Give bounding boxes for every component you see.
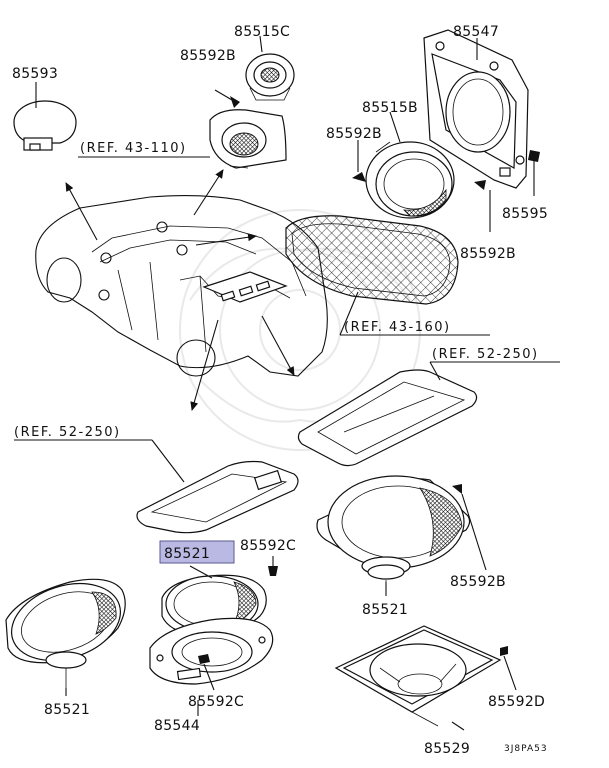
callout-85547: 85547 (453, 24, 499, 40)
callout-85529: 85529 (424, 741, 470, 757)
part-85515C-tweeter (245, 53, 295, 101)
screw-85592B-top (214, 89, 240, 108)
callout-85515B: 85515B (362, 100, 418, 116)
callout-85521-center: 85521 (164, 546, 210, 562)
part-85544-gasket (149, 617, 274, 685)
callout-85592C-upper: 85592C (240, 538, 296, 554)
callout-85592C-lower: 85592C (188, 694, 244, 710)
screw-85592C-lower (198, 654, 215, 691)
screw-85592B-right (474, 180, 491, 232)
callout-85544: 85544 (154, 718, 200, 734)
screw-85592D (500, 646, 517, 691)
callout-85595: 85595 (502, 206, 548, 222)
part-85521-speaker-right (316, 475, 471, 596)
callout-85592B-lower: 85592B (450, 574, 506, 590)
part-85593-cap (13, 100, 77, 151)
screw-85592B-lower (452, 484, 487, 571)
door-panel-left (136, 460, 299, 534)
callout-85515C: 85515C (234, 24, 290, 40)
part-85529-baffle (334, 625, 502, 727)
callout-85592B-top: 85592B (180, 48, 236, 64)
diagram-code: 3J8PA53 (504, 744, 548, 754)
screw-85592B-mid (352, 140, 366, 182)
highlight-box (159, 540, 235, 564)
ref-52-250-right: (REF. 52-250) (432, 347, 539, 362)
tweeter-housing (209, 109, 287, 169)
callout-85592B-mid: 85592B (326, 126, 382, 142)
part-85547-bracket (423, 29, 529, 189)
callout-85521-right: 85521 (362, 602, 408, 618)
callout-85592B-right: 85592B (460, 246, 516, 262)
part-85515B-speaker (365, 141, 455, 219)
ref-43-160: (REF. 43-160) (344, 320, 451, 335)
screw-85592C-upper (268, 556, 278, 576)
overhead-console (202, 271, 288, 303)
shelf-panel-right (297, 369, 478, 467)
callout-85592D: 85592D (488, 694, 545, 710)
mesh-grille (285, 215, 459, 305)
callout-85593: 85593 (12, 66, 58, 82)
screw-85595 (528, 150, 540, 196)
part-85521-speaker-left (5, 578, 126, 688)
vehicle-outline (35, 195, 328, 377)
ref-52-250-left: (REF. 52-250) (14, 425, 121, 440)
ref-43-110: (REF. 43-110) (80, 141, 187, 156)
callout-85521-left: 85521 (44, 702, 90, 718)
